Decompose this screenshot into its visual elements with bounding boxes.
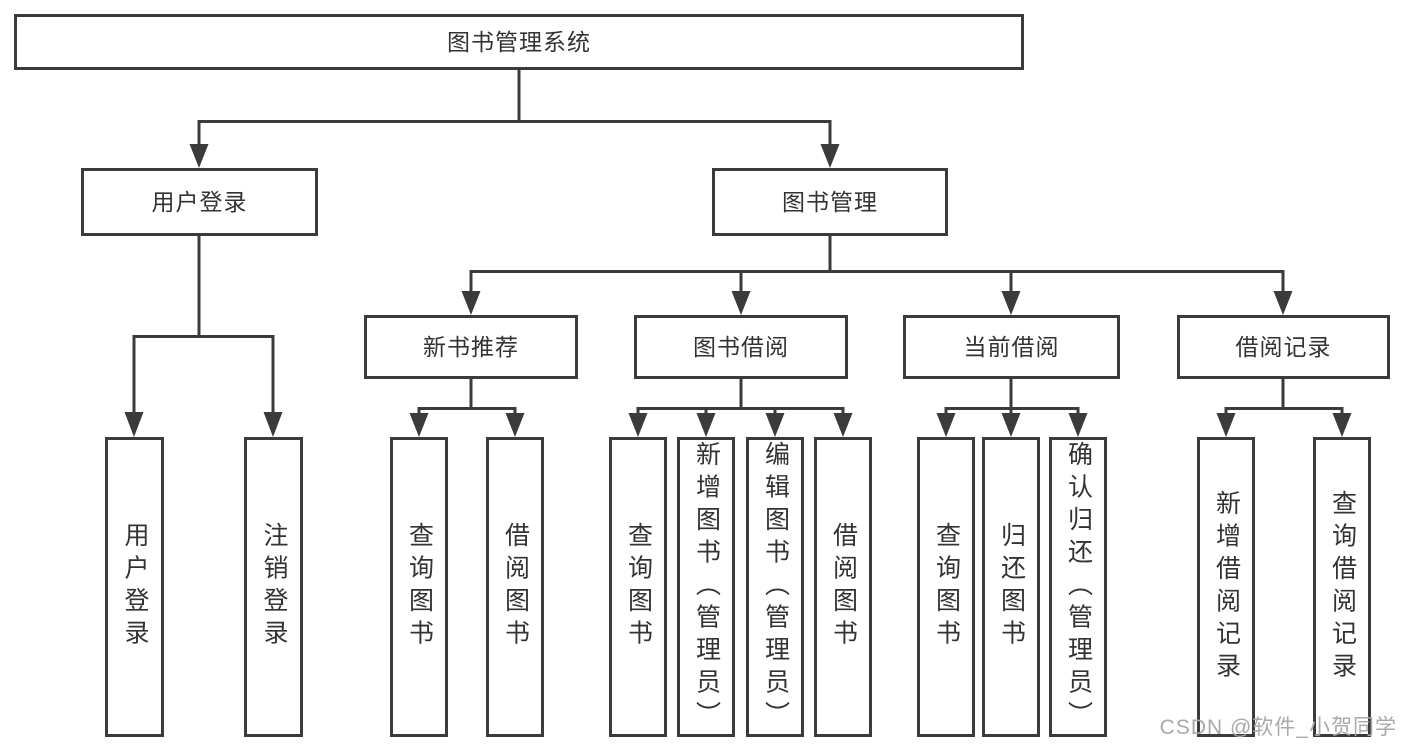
node-book-borrowing: 图书借阅 [634, 315, 848, 379]
node-new-book-recommendation: 新书推荐 [364, 315, 578, 379]
node-user-login: 用户登录 [81, 168, 318, 236]
node-library-management-system: 图书管理系统 [14, 14, 1024, 70]
leaf-borrow-books: 借阅图书 [814, 437, 872, 737]
leaf-query-borrow-record: 查询借阅记录 [1313, 437, 1371, 737]
leaf-borrow-books-recommend: 借阅图书 [486, 437, 544, 737]
leaf-edit-book-admin: 编辑图书（管理员） [746, 437, 804, 737]
node-current-borrowing: 当前借阅 [903, 315, 1120, 379]
node-book-management: 图书管理 [712, 168, 948, 236]
leaf-query-books-recommend: 查询图书 [390, 437, 448, 737]
leaf-confirm-return-admin: 确认归还（管理员） [1049, 437, 1107, 737]
leaf-logout: 注销登录 [244, 437, 303, 737]
leaf-add-borrow-record: 新增借阅记录 [1197, 437, 1255, 737]
leaf-return-book: 归还图书 [982, 437, 1040, 737]
csdn-watermark: CSDN @软件_小贺同学 [1159, 716, 1397, 739]
node-borrowing-records: 借阅记录 [1177, 315, 1390, 379]
leaf-query-books-borrow: 查询图书 [609, 437, 667, 737]
leaf-user-login: 用户登录 [105, 437, 164, 737]
leaf-query-books-current: 查询图书 [917, 437, 975, 737]
leaf-add-book-admin: 新增图书（管理员） [677, 437, 735, 737]
